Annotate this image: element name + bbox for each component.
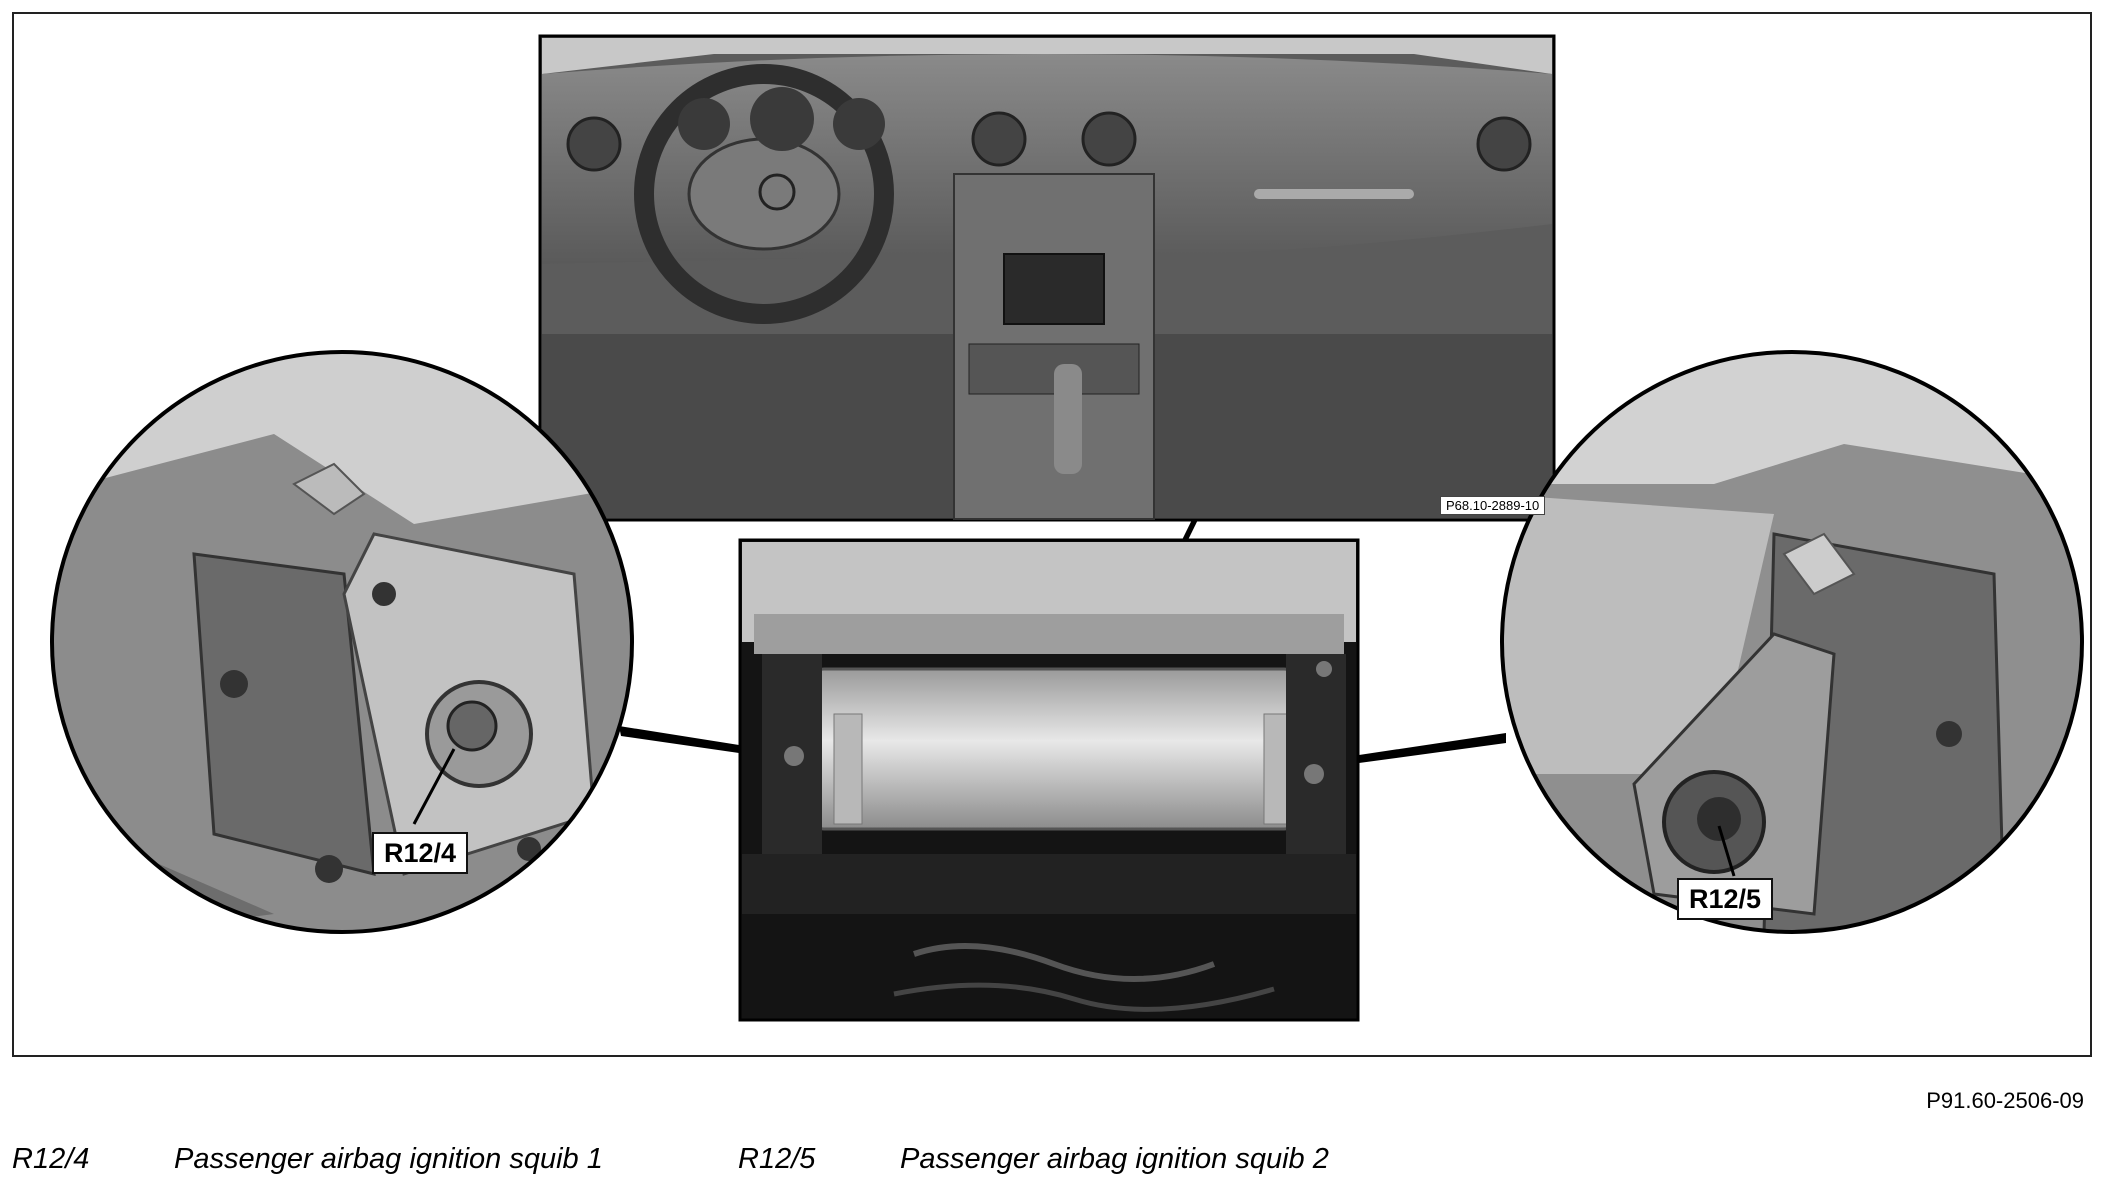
figure-frame: P68.10-2889-10 R12/4 R12/5	[12, 12, 2092, 1057]
illustration	[50, 34, 2084, 1022]
dashboard-photo	[538, 34, 1556, 522]
airbag-module-photo	[738, 538, 1360, 1022]
legend: R12/4 Passenger airbag ignition squib 1 …	[12, 1143, 1612, 1183]
legend-code: R12/4	[12, 1143, 90, 1175]
callout-r12-5: R12/5	[1677, 878, 1774, 920]
right-detail-circle	[1500, 350, 2084, 934]
connector-left	[619, 726, 739, 753]
photo-reference-code: P68.10-2889-10	[1440, 496, 1546, 515]
connector-right	[1359, 733, 1506, 763]
legend-code: R12/5	[738, 1143, 816, 1175]
legend-description: Passenger airbag ignition squib 1	[174, 1143, 603, 1175]
legend-description: Passenger airbag ignition squib 2	[900, 1143, 1329, 1175]
figure-id: P91.60-2506-09	[1926, 1088, 2084, 1113]
callout-r12-4: R12/4	[372, 832, 469, 874]
